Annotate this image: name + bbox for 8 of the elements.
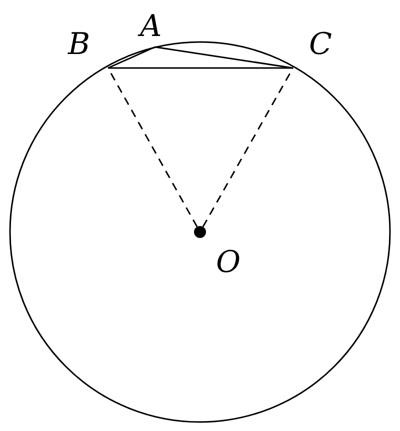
dashed-line xyxy=(202,68,294,228)
point-label: O xyxy=(216,248,241,278)
line-segment xyxy=(108,46,156,69)
point-label: C xyxy=(309,30,332,60)
line-segment xyxy=(108,67,293,69)
line-segment xyxy=(154,46,294,69)
point-label: A xyxy=(140,12,162,42)
point-label: B xyxy=(68,30,90,60)
